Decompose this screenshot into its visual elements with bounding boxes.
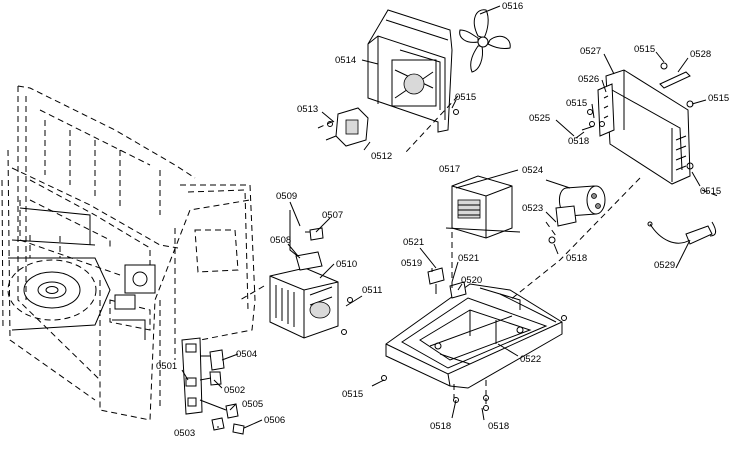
label-0515: 0515 xyxy=(700,186,721,197)
label-0523: 0523 xyxy=(522,203,543,214)
label-0519: 0519 xyxy=(401,258,422,269)
label-0526: 0526 xyxy=(578,74,599,85)
label-0504: 0504 xyxy=(236,349,257,360)
label-0510: 0510 xyxy=(336,259,357,270)
label-0529: 0529 xyxy=(654,260,675,271)
label-0518: 0518 xyxy=(568,136,589,147)
fan-blade xyxy=(459,9,511,73)
label-0511: 0511 xyxy=(362,285,382,296)
label-0527: 0527 xyxy=(580,46,601,57)
label-0517: 0517 xyxy=(439,164,460,175)
label-0516: 0516 xyxy=(502,1,523,12)
leader-lines xyxy=(181,5,719,429)
label-0522: 0522 xyxy=(520,354,541,365)
label-0515: 0515 xyxy=(455,92,476,103)
label-0509: 0509 xyxy=(276,191,297,202)
label-0515: 0515 xyxy=(566,98,587,109)
label-0518: 0518 xyxy=(488,421,509,432)
label-0515: 0515 xyxy=(708,93,729,104)
label-0521: 0521 xyxy=(403,237,424,248)
label-0507: 0507 xyxy=(322,210,343,221)
label-0505: 0505 xyxy=(242,399,263,410)
magnetron xyxy=(269,251,339,339)
high-voltage-transformer xyxy=(445,175,521,239)
label-0524: 0524 xyxy=(522,165,543,176)
oven-cavity xyxy=(1,85,256,421)
screws xyxy=(327,109,605,411)
label-0503: 0503 xyxy=(174,428,195,439)
label-0518: 0518 xyxy=(566,253,587,264)
label-0515: 0515 xyxy=(342,389,363,400)
door-switch-assembly xyxy=(181,337,245,435)
label-0525: 0525 xyxy=(529,113,550,124)
thermal-cutout xyxy=(289,210,324,259)
label-0501: 0501 xyxy=(156,361,177,372)
base-plate xyxy=(385,283,563,389)
label-0513: 0513 xyxy=(297,104,318,115)
label-0520: 0520 xyxy=(461,275,482,286)
label-0528: 0528 xyxy=(690,49,711,60)
label-0506: 0506 xyxy=(264,415,285,426)
label-0515: 0515 xyxy=(634,44,655,55)
label-0518: 0518 xyxy=(430,421,451,432)
fuse xyxy=(647,221,717,245)
label-0514: 0514 xyxy=(335,55,356,66)
capacitor xyxy=(548,185,606,244)
part-number-labels: 0516 0514 0515 0513 0512 0527 0515 0528 … xyxy=(156,1,729,439)
control-panel-frame xyxy=(581,62,694,185)
label-0508: 0508 xyxy=(270,235,291,246)
fan-motor xyxy=(325,107,369,147)
label-0502: 0502 xyxy=(224,385,245,396)
label-0521: 0521 xyxy=(458,253,479,264)
label-0512: 0512 xyxy=(371,151,392,162)
air-guide-fan-housing xyxy=(367,9,453,133)
